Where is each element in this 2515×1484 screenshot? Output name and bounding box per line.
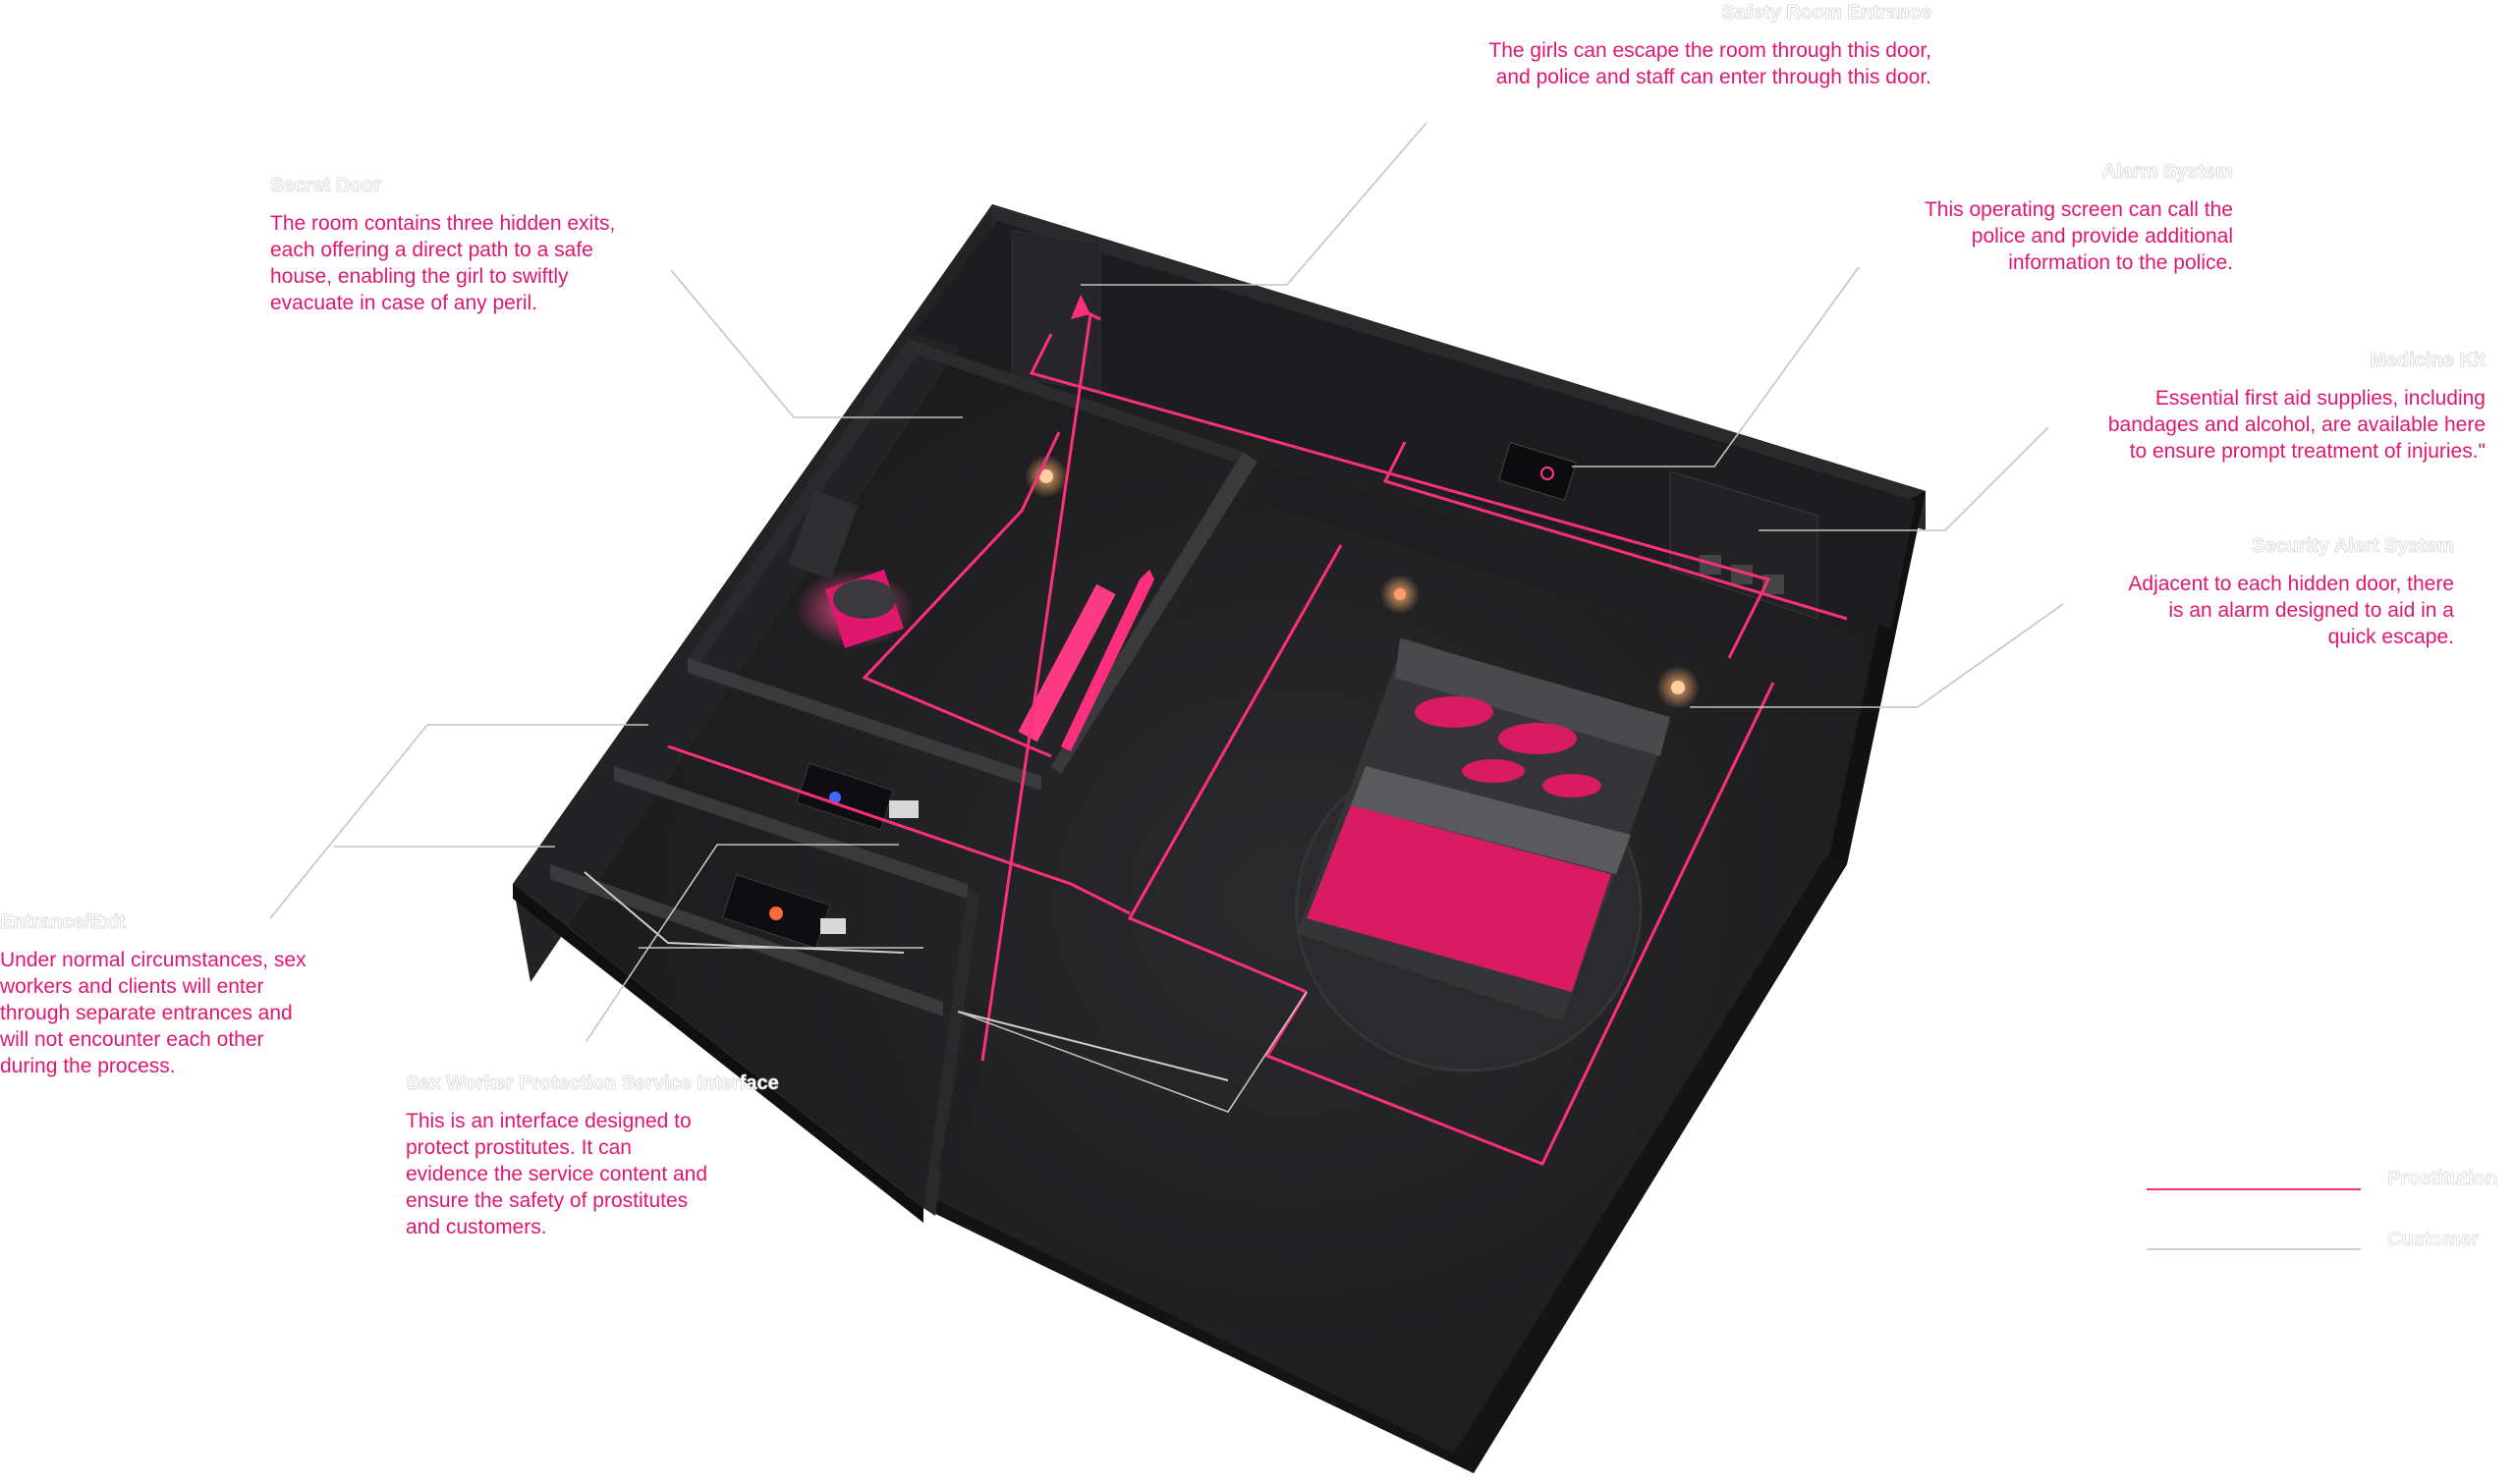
leader-protection-interface [586, 844, 899, 1042]
outer-wall-right [1827, 491, 1926, 864]
interface-screen-upper [796, 762, 894, 831]
pink-bathroom-glow-wall [1061, 570, 1154, 751]
annotation-text: This operating screen can call the polic… [1924, 198, 2233, 274]
lamp-2 [1394, 588, 1406, 600]
annotation-title: Security Alert System [2251, 535, 2455, 558]
bed-throw [1351, 766, 1631, 874]
alarm-screen [1498, 442, 1577, 501]
pillow-4 [1542, 774, 1601, 797]
prostitution-routes [667, 295, 1848, 1166]
leader-alarm-system [1572, 266, 1860, 467]
annotation-protection-interface: Sex Worker Protection Service Interface … [406, 1072, 877, 1240]
wall-bedroom-top [1258, 462, 1867, 687]
pink-bathroom-light [1018, 583, 1116, 742]
customer-routes [584, 871, 1229, 1081]
route-entry [667, 744, 1131, 915]
annotation-entrance-exit: Entrance/Exit Under normal circumstances… [0, 911, 373, 1079]
route-back-corridor [1029, 333, 1771, 659]
sink-basin [833, 579, 896, 619]
legend-prostitution-swatch [2147, 1188, 2361, 1190]
wall-entry-side [923, 889, 979, 1216]
mirror [788, 490, 859, 580]
entrance-door [938, 1002, 992, 1179]
annotation-text: The room contains three hidden exits, ea… [270, 212, 616, 314]
legend-customer-label: Customer [2387, 1229, 2480, 1251]
interface-screen-upper-dot [829, 792, 841, 803]
route-alarm [1382, 441, 1848, 621]
annotation-title: Medicine Kit [2370, 350, 2486, 372]
leader-medicine-kit [1759, 426, 2049, 531]
safety-room [914, 221, 1916, 629]
annotation-title: Alarm System [2101, 161, 2233, 184]
wall-bathroom-left [688, 339, 919, 664]
route-bedroom-right [1264, 682, 1775, 1166]
annotation-title: Secret Door [270, 175, 382, 197]
bed-cover [1307, 805, 1611, 992]
annotation-title: Safety Room Entrance [1721, 2, 1931, 25]
leader-security-alert [1690, 603, 2064, 708]
wall-entry-top [688, 658, 1041, 791]
interface-screen-lower-dot [769, 907, 783, 920]
legend-prostitution-label: Prostitution [2387, 1168, 2498, 1190]
pillow-3 [1462, 759, 1525, 783]
annotation-text: Adjacent to each hidden door, there is a… [2128, 573, 2454, 648]
pillow-2 [1498, 723, 1577, 754]
annotation-secret-door: Secret Door The room contains three hidd… [270, 175, 683, 316]
leader-entrance-exit [269, 724, 648, 919]
route-arrowhead [1071, 295, 1090, 319]
customer-route-1 [584, 871, 905, 954]
annotation-safety-room: Safety Room Entrance The girls can escap… [1356, 2, 1931, 90]
annotation-title: Entrance/Exit [0, 911, 126, 934]
pillow-1 [1415, 696, 1493, 728]
leader-lines [269, 122, 2064, 1113]
safety-room-door [1011, 230, 1101, 391]
leader-secret-door [670, 269, 963, 418]
annotation-alarm-system: Alarm System This operating screen can c… [1788, 161, 2233, 276]
annotation-text: Essential first aid supplies, including … [2107, 387, 2486, 463]
annotation-text: The girls can escape the room through th… [1488, 39, 1931, 88]
annotation-medicine-kit: Medicine Kit Essential first aid supplie… [1994, 350, 2486, 465]
annotation-title: Sex Worker Protection Service Interface [406, 1072, 779, 1095]
interface-light-upper [889, 800, 919, 818]
route-bathroom [862, 431, 1061, 758]
route-bedroom-left [1127, 544, 1343, 994]
wall-entry-mid [614, 766, 968, 899]
bed-headboard [1395, 638, 1670, 756]
annotation-text: This is an interface designed to protect… [406, 1110, 708, 1238]
legend-customer-swatch [2147, 1248, 2361, 1250]
lamp-3 [1671, 681, 1685, 694]
lamp-1 [1039, 469, 1053, 483]
leader-entrance-lower [957, 991, 1308, 1113]
interface-light-lower [820, 918, 846, 934]
annotation-text: Under normal circumstances, sex workers … [0, 949, 307, 1077]
alarm-screen-indicator [1540, 467, 1554, 480]
annotation-security-alert: Security Alert System Adjacent to each h… [2024, 535, 2454, 650]
outer-wall-front [513, 884, 923, 1223]
wall-entry-low [550, 864, 943, 1017]
room-block [513, 204, 1926, 1473]
wall-center-divider [1051, 452, 1258, 774]
lower-floor-shadow [923, 854, 1847, 1473]
leader-safety-room [1081, 122, 1427, 286]
customer-route-2 [957, 1011, 1229, 1081]
